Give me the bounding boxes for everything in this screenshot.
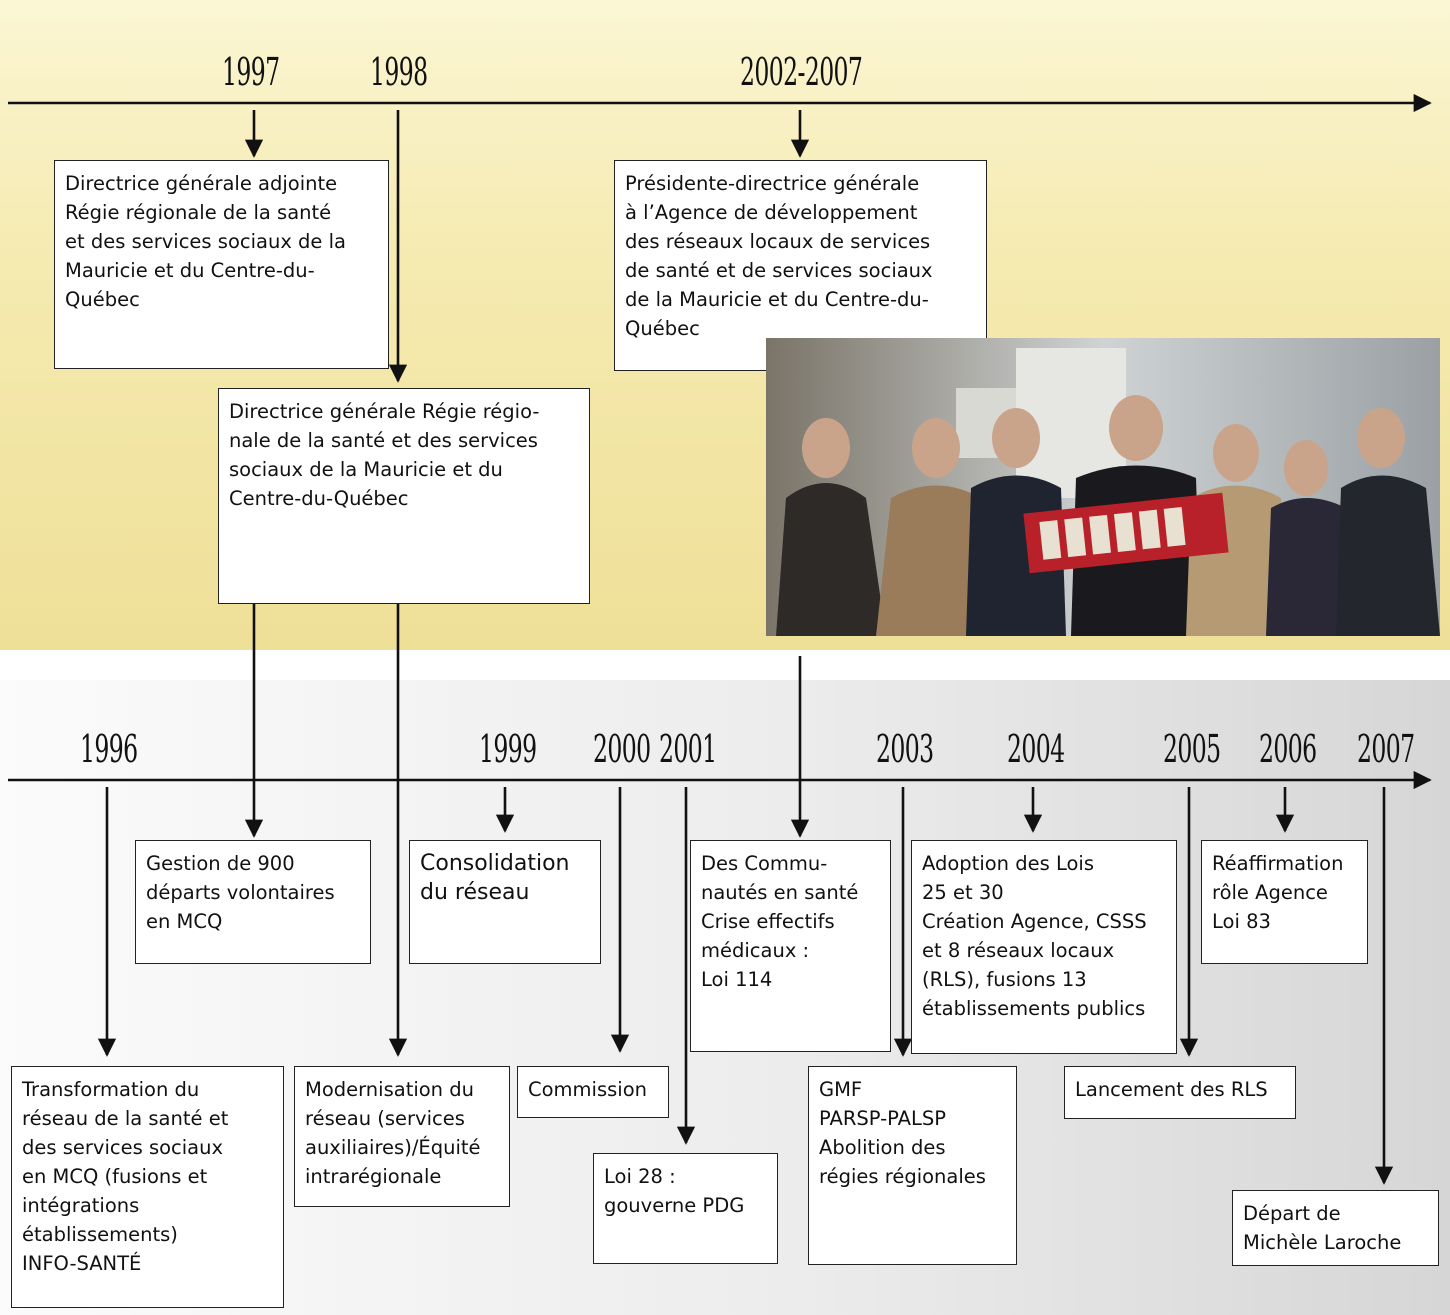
box-text: Adoption des Lois 25 et 30 Création Agen… [922,852,1147,1020]
box-text: Modernisation du réseau (services auxili… [305,1078,481,1188]
box-text: Réaffirmation rôle Agence Loi 83 [1212,852,1344,933]
box-gestion-departs: Gestion de 900 départs volontaires en MC… [135,840,371,964]
box-reaffirmation: Réaffirmation rôle Agence Loi 83 [1201,840,1368,964]
box-text: Départ de Michèle Laroche [1243,1202,1402,1254]
box-communautes-sante: Des Commu- nautés en santé Crise effecti… [690,840,891,1052]
box-text: Des Commu- nautés en santé Crise effecti… [701,852,859,991]
year-2003: 2003 [876,727,934,771]
box-text: Directrice générale Régie régio- nale de… [229,400,540,510]
box-text: Consolidation du réseau [420,851,570,905]
box-adoption-lois: Adoption des Lois 25 et 30 Création Agen… [911,840,1177,1054]
year-2006: 2006 [1259,727,1317,771]
box-text: Commission [528,1078,647,1101]
box-directrice-generale-adjointe: Directrice générale adjointe Régie régio… [54,160,389,369]
year-1999: 1999 [479,727,537,771]
box-text: Gestion de 900 départs volontaires en MC… [146,852,335,933]
box-depart-laroche: Départ de Michèle Laroche [1232,1190,1439,1266]
box-text: Présidente-directrice générale à l’Agenc… [625,172,933,340]
box-presidente-directrice-generale: Présidente-directrice générale à l’Agenc… [614,160,987,371]
year-2005: 2005 [1163,727,1221,771]
box-gmf: GMF PARSP-PALSP Abolition des régies rég… [808,1066,1017,1265]
box-loi-28: Loi 28 : gouverne PDG [593,1153,778,1264]
group-photo-icon [766,338,1440,636]
box-text: Transformation du réseau de la santé et … [22,1078,229,1275]
box-directrice-generale: Directrice générale Régie régio- nale de… [218,388,590,604]
box-text: GMF PARSP-PALSP Abolition des régies rég… [819,1078,986,1188]
year-2000: 2000 [593,727,651,771]
year-1998: 1998 [370,50,428,94]
box-text: Loi 28 : gouverne PDG [604,1165,745,1217]
year-2004: 2004 [1007,727,1065,771]
box-text: Directrice générale adjointe Régie régio… [65,172,346,311]
box-lancement-rls: Lancement des RLS [1064,1066,1296,1119]
box-transformation: Transformation du réseau de la santé et … [11,1066,284,1308]
year-2002-2007: 2002-2007 [740,50,863,94]
box-commission: Commission [517,1066,669,1118]
box-modernisation: Modernisation du réseau (services auxili… [294,1066,510,1207]
year-2007: 2007 [1357,727,1415,771]
box-text: Lancement des RLS [1075,1078,1268,1101]
year-1996: 1996 [80,727,138,771]
year-1997: 1997 [222,50,280,94]
group-photo [766,338,1440,636]
box-consolidation: Consolidation du réseau [409,840,601,964]
year-2001: 2001 [659,727,717,771]
